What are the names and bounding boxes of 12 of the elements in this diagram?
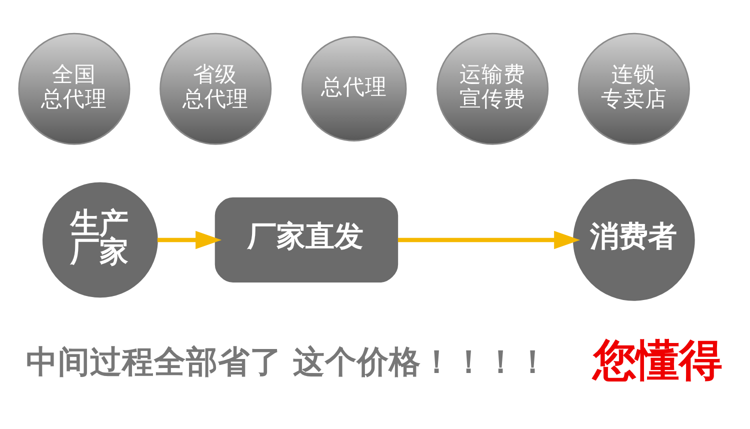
node-circle: 生产厂家 <box>42 182 158 298</box>
node-circle: 连锁专卖店 <box>578 32 690 145</box>
arrow <box>157 230 222 250</box>
arrow <box>398 230 580 250</box>
node-circle: 全国总代理 <box>18 32 130 145</box>
label: 您懂得 <box>592 336 722 386</box>
node-circle: 省级总代理 <box>160 32 272 145</box>
node-circle: 运输费宣传费 <box>436 32 549 145</box>
node-circle: 总代理 <box>301 36 407 142</box>
node-circle: 消费者 <box>573 179 695 301</box>
label: 中间过程全部省了 这个价格！！！！ <box>26 344 549 380</box>
node-box: 厂家直发 <box>214 197 398 283</box>
